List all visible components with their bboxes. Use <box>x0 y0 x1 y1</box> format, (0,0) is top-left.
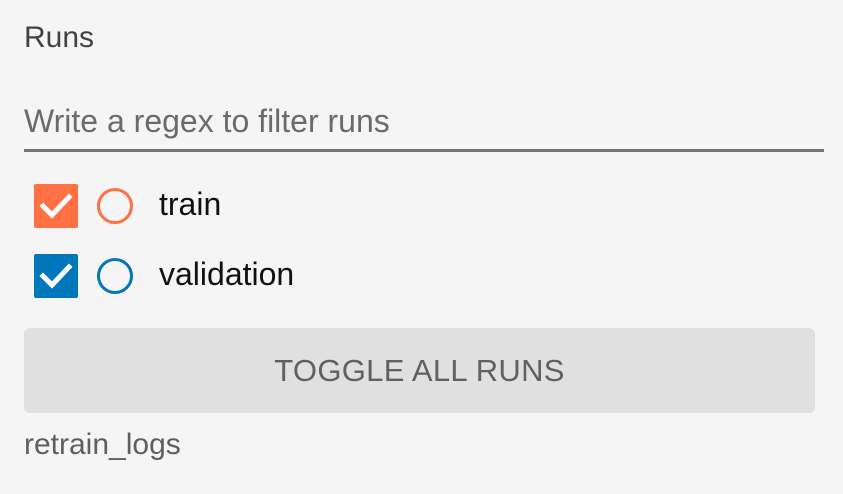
toggle-all-runs-button[interactable]: TOGGLE ALL RUNS <box>24 328 815 413</box>
run-color-swatch-train <box>97 188 133 224</box>
log-directory-label: retrain_logs <box>24 428 181 461</box>
check-icon <box>39 193 73 219</box>
run-filter-input[interactable] <box>24 96 824 146</box>
run-filter[interactable] <box>24 96 824 152</box>
run-color-swatch-validation <box>97 258 133 294</box>
run-checkbox-train[interactable] <box>34 184 78 228</box>
runs-title: Runs <box>24 21 95 54</box>
run-item-validation[interactable]: validation <box>34 250 534 298</box>
run-label-validation: validation <box>159 256 295 292</box>
run-label-train: train <box>159 186 222 222</box>
run-checkbox-validation[interactable] <box>34 254 78 298</box>
run-item-train[interactable]: train <box>34 180 534 228</box>
check-icon <box>39 263 73 289</box>
